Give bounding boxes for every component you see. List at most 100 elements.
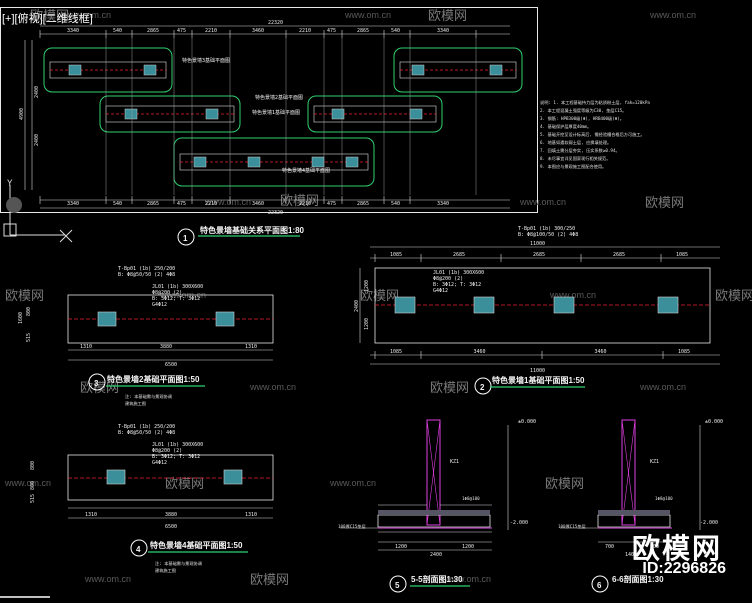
wall-footprint[interactable] <box>43 47 173 93</box>
dim-total-bottom: 22320 <box>268 210 283 216</box>
svg-text:5: 5 <box>395 581 400 590</box>
wall-footprint[interactable] <box>393 47 523 93</box>
section-5-5[interactable]: ±0.000 -2.000 KZ1 100厚C15垫层 1Φ8@100 1200… <box>338 419 536 558</box>
beam-spec: Φ8@200 (2) <box>433 276 463 282</box>
svg-text:800: 800 <box>26 307 32 316</box>
svg-text:3880: 3880 <box>165 512 177 518</box>
note-line: 2. 本工程混凝土强度等级为C30, 垫层C15。 <box>540 107 626 114</box>
svg-text:注: 本基础需与景观协调: 注: 本基础需与景观协调 <box>155 560 202 567</box>
dim-value: 3460 <box>252 28 264 34</box>
svg-text:800: 800 <box>30 481 36 490</box>
svg-text:1310: 1310 <box>85 512 97 518</box>
dim-value: 3340 <box>67 201 79 207</box>
svg-text:-2.000: -2.000 <box>700 520 718 526</box>
svg-text:700: 700 <box>650 544 659 550</box>
svg-text:515: 515 <box>26 333 32 342</box>
beam-spec: B: Φ8@50/50 (2) 4Φ8 <box>118 272 175 278</box>
view-title-1: 1 特色景墙基础关系平面图1:80 <box>177 225 305 246</box>
dim-total-top: 22320 <box>268 20 283 26</box>
watermark-logo: 欧模网 <box>545 476 584 491</box>
dim-total-bottom: 11000 <box>530 368 545 374</box>
wall-label-4: 特色景墙4基础平面图 <box>282 167 330 174</box>
svg-text:2: 2 <box>480 383 485 392</box>
wall-footprint[interactable] <box>307 95 443 133</box>
svg-text:1200: 1200 <box>462 544 474 550</box>
dim-value: 2210 <box>205 28 217 34</box>
note-line: 9. 本图应与景观施工图配合使用。 <box>540 163 606 170</box>
watermark-text: www.om.cn <box>249 382 296 392</box>
ucs-axis-icon: Y <box>3 179 73 243</box>
beam-spec: Φ8@200 (2) <box>152 448 182 454</box>
svg-text:3: 3 <box>94 379 99 388</box>
watermark-text: www.om.cn <box>444 574 491 584</box>
watermark-layer: www.om.cn 欧模网 www.om.cn 欧模网 www.om.cn 欧模… <box>4 8 752 587</box>
plan-4-wall4[interactable]: 1310 3880 1310 6500 800 800 515 T-Bp01 (… <box>30 424 274 574</box>
svg-text:6500: 6500 <box>165 524 177 530</box>
dim-value: 2865 <box>147 201 159 207</box>
svg-text:2400: 2400 <box>354 300 360 312</box>
dim-value: 475 <box>327 28 336 34</box>
watermark-logo: 欧模网 <box>645 195 684 210</box>
dim-value: 540 <box>391 28 400 34</box>
beam-spec: Φ8@200 (2) <box>152 290 182 296</box>
dim-value: 3340 <box>437 28 449 34</box>
svg-text:700: 700 <box>605 544 614 550</box>
dim-value: 540 <box>391 201 400 207</box>
svg-text:-2.000: -2.000 <box>510 520 528 526</box>
note-line: 说明: 1. 本工程基础持力层为粘质粉土层, fak=120kPa <box>540 99 650 106</box>
plan-3-wall2[interactable]: 1310 3880 1310 6500 1600 800 515 T-Bp01 … <box>18 266 274 407</box>
section-6-6[interactable]: ±0.000 -2.000 KZ1 100厚C15垫层 1Φ8@100 700 … <box>558 419 723 558</box>
svg-text:1Φ8@100: 1Φ8@100 <box>655 496 673 501</box>
column-pad <box>489 64 503 76</box>
dim-value: 2685 <box>533 252 545 258</box>
beam-spec: B: Φ8@50/50 (2) 4Φ8 <box>118 430 175 436</box>
svg-text:特色景墙4基础平面图1:50: 特色景墙4基础平面图1:50 <box>150 540 243 550</box>
note-line: 6. 地基如遇软弱土层, 应换填处理。 <box>540 139 611 146</box>
watermark-logo: 欧模网 <box>280 193 319 208</box>
dim-value: 3340 <box>67 28 79 34</box>
dim-value: 540 <box>113 201 122 207</box>
svg-text:Y: Y <box>7 179 13 189</box>
view-title-5: 5 5-5剖面图1:30 <box>389 574 470 593</box>
beam-spec: JL01 (1b) 300X600 <box>433 270 484 276</box>
dim-total: 11000 <box>530 241 545 247</box>
note-line: 4. 基础保护层厚度40mm。 <box>540 123 591 130</box>
wall-label-1: 特色景墙1基础平面图 <box>252 109 300 116</box>
svg-text:6: 6 <box>597 581 602 590</box>
note-line: 3. 钢筋: HPB300级(Φ), HRB400级(Φ)。 <box>540 115 624 122</box>
svg-text:1600: 1600 <box>18 312 24 324</box>
viewport-control-label[interactable]: [+][俯视][二维线框] <box>2 13 93 25</box>
dim-value: 540 <box>113 28 122 34</box>
watermark-text: www.om.cn <box>519 197 566 207</box>
svg-text:100厚C15垫层: 100厚C15垫层 <box>558 523 586 530</box>
dim-value: 3460 <box>595 349 607 355</box>
note-line: 5. 基础开挖至设计标高后, 需经验槽合格后方可施工。 <box>540 131 645 138</box>
beam-spec: B: 3Φ12; T: 3Φ12 <box>152 296 200 302</box>
wall-label-2: 特色景墙2基础平面图 <box>255 94 303 101</box>
wall-label-3: 特色景墙3基础平面图 <box>182 57 230 64</box>
dim-value: 475 <box>177 28 186 34</box>
column-pad <box>345 156 359 168</box>
dim-value: 2685 <box>613 252 625 258</box>
watermark-text: www.om.cn <box>64 10 111 20</box>
svg-text:1310: 1310 <box>245 512 257 518</box>
beam-spec: JL01 (1b) 300X600 <box>152 284 203 290</box>
view-title-2: 2 特色景墙1基础平面图1:50 <box>474 375 585 395</box>
dim-left-total: 4900 <box>19 108 25 120</box>
wall-footprint[interactable] <box>99 95 241 133</box>
brand-id: ID:2296826 <box>642 560 726 577</box>
column-pad <box>143 64 157 76</box>
plan-1-relation[interactable]: 22320 3340 540 2865 475 2210 3460 2210 475 2865 5… <box>19 20 523 216</box>
dim-value: 2865 <box>357 28 369 34</box>
beam-spec: JL01 (1b) 300X600 <box>152 442 203 448</box>
dim-value: 2210 <box>205 201 217 207</box>
watermark-logo: 欧模网 <box>428 8 467 23</box>
svg-text:1200: 1200 <box>364 280 370 292</box>
watermark-text: www.om.cn <box>204 197 251 207</box>
dim-value: 2210 <box>299 28 311 34</box>
beam-spec: T-Bp01 (1b) 250/200 <box>118 424 175 430</box>
dim-value: 2685 <box>453 252 465 258</box>
svg-text:1Φ8@100: 1Φ8@100 <box>462 496 480 501</box>
